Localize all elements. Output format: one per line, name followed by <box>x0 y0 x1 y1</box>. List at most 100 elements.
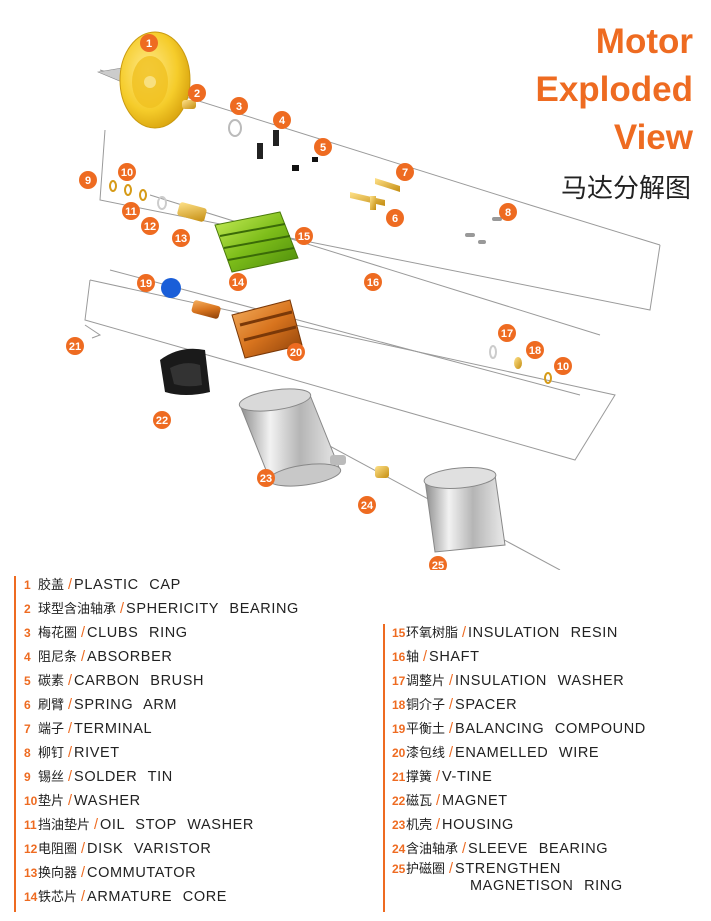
callout-14: 14 <box>229 273 247 291</box>
legend-item-11: 11挡油垫片/OIL STOP WASHER <box>24 817 254 833</box>
callout-8: 8 <box>499 203 517 221</box>
svg-text:12: 12 <box>144 221 156 233</box>
svg-text:23: 23 <box>260 473 272 485</box>
terminal-spring-arm <box>350 178 400 210</box>
legend-item-24: 24含油轴承/SLEEVE BEARING <box>392 841 609 857</box>
callout-18: 18 <box>526 341 544 359</box>
armature-resin <box>214 211 299 273</box>
legend-item-17: 17调整片/INSULATION WASHER <box>392 673 625 689</box>
legend-left-bar <box>14 576 16 912</box>
callout-11: 11 <box>122 202 140 220</box>
callout-6: 6 <box>386 209 404 227</box>
svg-text:20: 20 <box>290 347 302 359</box>
legend-item-18: 18铜介子/SPACER <box>392 697 518 713</box>
clubs-ring <box>228 119 242 137</box>
svg-text:3: 3 <box>236 101 242 113</box>
sphericity-bearing <box>182 100 196 109</box>
svg-text:4: 4 <box>279 115 286 127</box>
commutator <box>177 202 207 222</box>
legend-item-13: 13换向器/COMMUTATOR <box>24 865 197 881</box>
legend-item-21: 21撑簧/V-TINE <box>392 769 493 785</box>
title-line-3: View <box>613 118 693 157</box>
absorber <box>257 130 279 159</box>
title-english: Motor Exploded View <box>535 18 693 162</box>
washers-left <box>109 180 167 210</box>
svg-text:25: 25 <box>432 560 444 570</box>
callout-9: 9 <box>79 171 97 189</box>
callout-12: 12 <box>141 217 159 235</box>
sleeve-bearing <box>375 466 389 478</box>
rivets <box>465 217 502 244</box>
callout-25: 25 <box>429 556 447 570</box>
legend-item-14: 14铁芯片/ARMATURE CORE <box>24 889 228 905</box>
legend-item-23: 23机壳/HOUSING <box>392 817 514 833</box>
svg-text:24: 24 <box>361 500 374 512</box>
callout-1: 1 <box>140 34 158 52</box>
legend-right-bar <box>383 624 385 912</box>
strengthen-ring <box>423 467 506 553</box>
legend-item-15: 15环氧树脂/INSULATION RESIN <box>392 625 618 641</box>
svg-text:21: 21 <box>69 341 81 353</box>
carbon-brush <box>292 157 318 171</box>
svg-text:19: 19 <box>140 278 152 290</box>
plastic-cap <box>96 31 191 129</box>
svg-text:6: 6 <box>392 213 398 225</box>
callout-3: 3 <box>230 97 248 115</box>
callout-7: 7 <box>396 163 414 181</box>
callout-2: 2 <box>188 84 206 102</box>
svg-text:15: 15 <box>298 231 310 243</box>
title-chinese: 马达分解图 <box>560 174 691 204</box>
svg-text:1: 1 <box>146 38 152 50</box>
legend-item-25: 25护磁圈/STRENGTHEN MAGNETISON RING <box>392 861 623 894</box>
svg-text:5: 5 <box>320 142 326 154</box>
svg-text:8: 8 <box>505 207 511 219</box>
svg-text:13: 13 <box>175 233 187 245</box>
legend-item-10: 10垫片/WASHER <box>24 793 141 809</box>
svg-text:14: 14 <box>232 277 245 289</box>
callout-5: 5 <box>314 138 332 156</box>
callout-19: 19 <box>137 274 155 292</box>
exploded-diagram: 1 2 3 4 5 6 7 8 9 10 11 12 13 14 15 16 1… <box>66 31 661 570</box>
callouts: 1 2 3 4 5 6 7 8 9 10 11 12 13 14 15 16 1… <box>66 34 572 570</box>
callout-13: 13 <box>172 229 190 247</box>
callout-24: 24 <box>358 496 376 514</box>
callout-4: 4 <box>273 111 291 129</box>
commutator-copper <box>191 300 221 319</box>
svg-text:22: 22 <box>156 415 168 427</box>
callout-10: 10 <box>118 163 136 181</box>
washers-right <box>489 345 552 384</box>
guide-lines <box>84 69 661 570</box>
svg-text:7: 7 <box>402 167 408 179</box>
magnet <box>160 348 210 395</box>
callout-15: 15 <box>295 227 313 245</box>
callout-20: 20 <box>287 343 305 361</box>
svg-text:10: 10 <box>121 167 133 179</box>
callout-23: 23 <box>257 469 275 487</box>
enamelled-wire <box>231 299 303 359</box>
svg-text:17: 17 <box>501 328 513 340</box>
svg-text:18: 18 <box>529 345 541 357</box>
legend-item-12: 12电阻圈/DISK VARISTOR <box>24 841 212 857</box>
legend-item-22: 22磁瓦/MAGNET <box>392 793 508 809</box>
legend-item-25-line2: MAGNETISON RING <box>470 878 623 894</box>
callout-21: 21 <box>66 337 84 355</box>
legend-item-19: 19平衡土/BALANCING COMPOUND <box>392 721 646 737</box>
callout-22: 22 <box>153 411 171 429</box>
svg-text:9: 9 <box>85 175 91 187</box>
svg-text:10: 10 <box>557 361 569 373</box>
callout-10b: 10 <box>554 357 572 375</box>
callout-16: 16 <box>364 273 382 291</box>
balancing-compound <box>161 278 181 298</box>
legend-item-20: 20漆包线/ENAMELLED WIRE <box>392 745 600 761</box>
callout-17: 17 <box>498 324 516 342</box>
title-line-2: Exploded <box>535 70 693 109</box>
legend-item-16: 16轴/SHAFT <box>392 649 480 665</box>
